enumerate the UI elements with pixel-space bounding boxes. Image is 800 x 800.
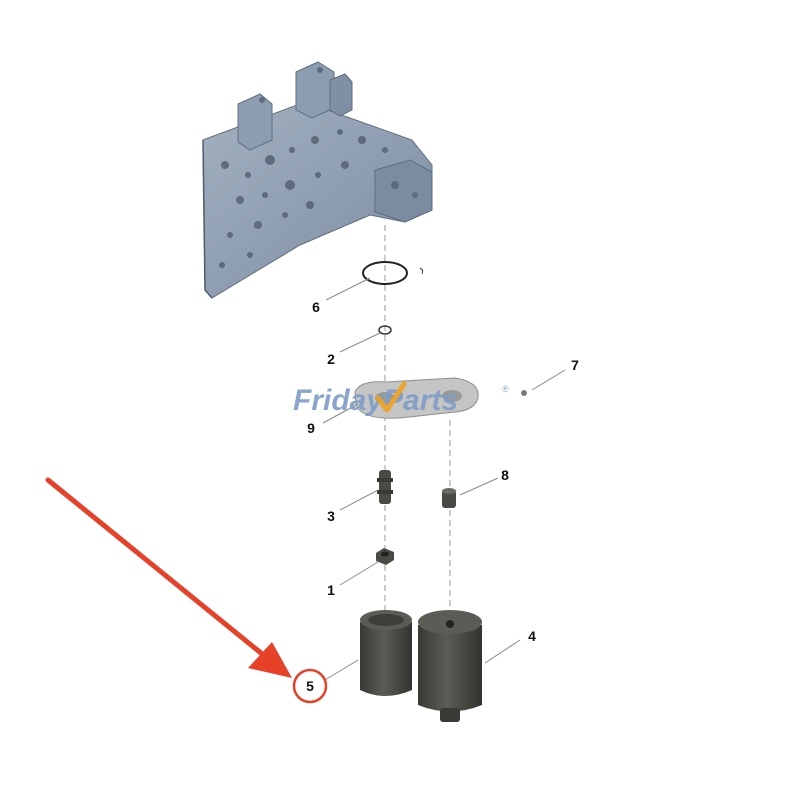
callout-6: 6 [312,299,320,315]
check-ball [521,390,527,396]
watermark-registered: ® [502,384,509,394]
solenoid-left [360,610,412,696]
callout-5: 5 [306,678,314,694]
o-ring-small [378,325,392,335]
valve-pin [377,470,393,504]
callout-9: 9 [307,420,315,436]
friday-parts-watermark: FridayParts ® [293,381,509,417]
svg-text:FridayParts: FridayParts [293,384,458,417]
callout-4: 4 [528,628,536,644]
valve-body [202,61,433,299]
annotation-circle [292,668,328,704]
highlight-annotation [45,477,328,704]
callout-3: 3 [327,508,335,524]
plug [442,488,456,508]
hex-nut [376,548,394,565]
callout-8: 8 [501,467,509,483]
o-ring-large [362,261,424,285]
leader-lines [322,277,566,681]
callouts: 6 2 7 9 3 8 1 4 5 [306,299,579,694]
watermark-part1: Friday [293,384,384,417]
annotation-arrow [45,477,275,665]
watermark-checkmark-icon [375,381,407,413]
annotation-arrowhead-icon [248,642,292,678]
callout-2: 2 [327,351,335,367]
callout-7: 7 [571,357,579,373]
solenoid-right [418,610,482,722]
callout-1: 1 [327,582,335,598]
